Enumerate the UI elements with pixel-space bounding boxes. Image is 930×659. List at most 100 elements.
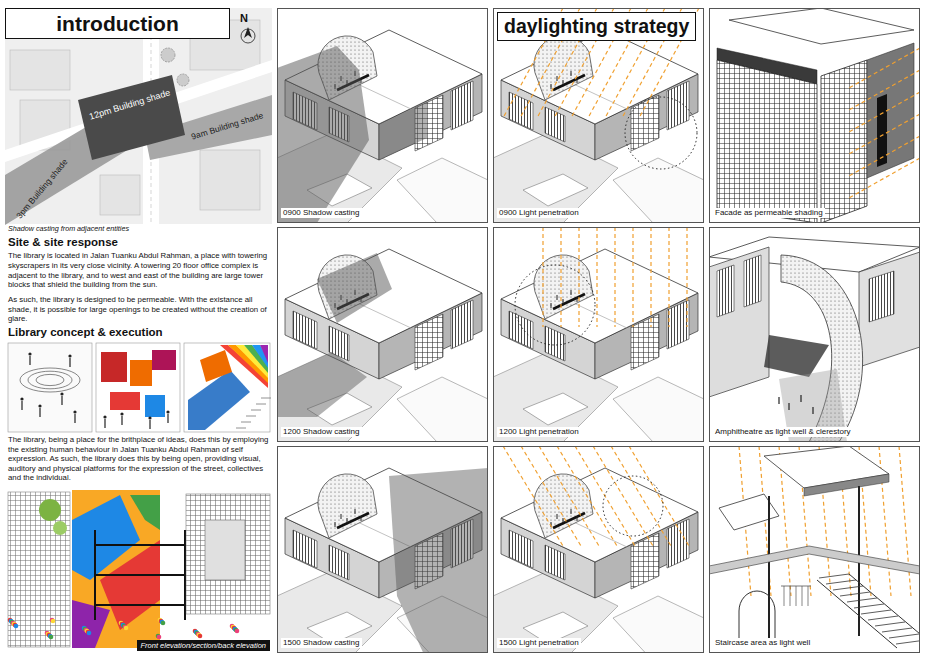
cast-shadow [379,102,427,160]
sun-ray [849,158,920,198]
floor-slab [95,544,185,546]
crowd-figure [13,623,18,628]
sun-ray [542,227,543,327]
figure-body [167,414,168,423]
window-screen [451,300,473,349]
side-wall [867,43,914,178]
text-holder: daylighting strategy [504,15,689,38]
railing [781,586,811,587]
label-holder: 3pm Building shade [14,157,70,221]
sun-ray [849,114,920,154]
figure-head [38,404,41,407]
sun-ray [503,446,563,546]
stair-stringer [849,574,920,634]
crowd-figure [198,634,203,639]
panel-caption: 1500 Shadow casting [281,638,362,648]
roof-slit [553,294,585,309]
title-box: daylighting strategy [497,12,696,41]
text-holder: 1200 Light penetration [497,420,581,438]
stair-line [236,428,246,429]
diagram-panel: Staircase area as light well [709,446,920,653]
focus-circle [515,265,595,345]
lattice-facade [8,492,70,647]
elevation-caption: Front elevation/section/back elevation [137,640,271,651]
panel-caption: 0900 Shadow casting [281,208,362,218]
crowd-figure [50,618,55,623]
crowd-figure [14,624,19,629]
opening [205,520,245,580]
colour-panel [145,395,165,417]
figure-caption: Shadow casting from adjacent entities [8,225,270,234]
sun-ray [560,227,561,327]
sun-ray [614,227,615,327]
panel-caption: 1500 Light penetration [497,638,581,648]
figure-body [61,396,62,405]
sun-ray [632,227,633,327]
panel-illustration [717,8,920,223]
crowd-figure [160,620,165,625]
cast-shadow [389,468,488,653]
mural-stripe [260,345,268,363]
building-outline [10,50,70,90]
text-holder: 1200 Shadow casting [281,420,362,438]
mural [72,490,160,648]
window-screen [509,311,533,349]
figure-body [341,514,342,519]
crowd-figure [161,621,166,626]
concept-image [184,343,270,432]
crowd-figure [234,628,239,633]
figure-body [577,297,578,302]
figure-head [166,410,169,413]
body-paragraph: The library, being a place for the brith… [8,435,270,483]
section-wall [94,530,96,620]
figure-head [73,410,76,413]
stair-line [241,422,251,423]
lattice-facade [821,60,867,223]
shade-label: 9am Building shade [190,110,264,142]
figure-body [563,80,564,85]
figure-body [347,518,348,523]
text-holder: Library concept & execution [8,326,270,340]
figure-head [20,397,23,400]
stair-tread [840,592,870,596]
street [5,60,272,162]
mural [100,540,160,630]
body-paragraph: The library is located in Jalan Tuanku A… [8,251,270,289]
sun-ray [849,70,920,110]
stair-line [256,404,266,405]
window-screen [293,530,317,568]
text-holder: The library, being a place for the brith… [8,435,270,483]
light-shadow [764,335,829,377]
panel-caption: Facade as permeable shading [713,208,825,218]
stair-tread [854,604,884,608]
text-holder: 0900 Light penetration [497,201,581,219]
sun-ray [686,227,687,327]
crowd-figure [49,635,54,640]
figure-body [812,407,813,414]
sun-ray [596,227,597,327]
figure-head [68,354,71,357]
focus-circle [625,97,697,169]
figure-body [557,514,558,519]
amphitheatre-well [534,474,593,538]
text-holder: Amphitheatre as light well & clerestory [713,420,853,438]
sound-ring [36,374,64,385]
figure-body [571,290,572,295]
stair-tread [861,610,891,614]
railing [802,586,803,606]
window-screen [744,255,761,307]
diagram-panel: 0900 Shadow casting [277,8,488,223]
figure-body [557,76,558,81]
site-map [5,8,272,225]
sun-ray [849,136,920,176]
stair-tread [833,586,863,590]
panel-illustration [493,8,704,223]
section-heading: Library concept & execution [8,326,270,340]
crowd-figure [235,629,240,634]
text-holder: 1500 Light penetration [497,631,581,649]
section-wall [184,530,186,620]
figure-body [104,419,105,428]
mural [72,600,110,648]
figure-body [563,518,564,523]
diagram-panel: 1500 Shadow casting [277,446,488,653]
